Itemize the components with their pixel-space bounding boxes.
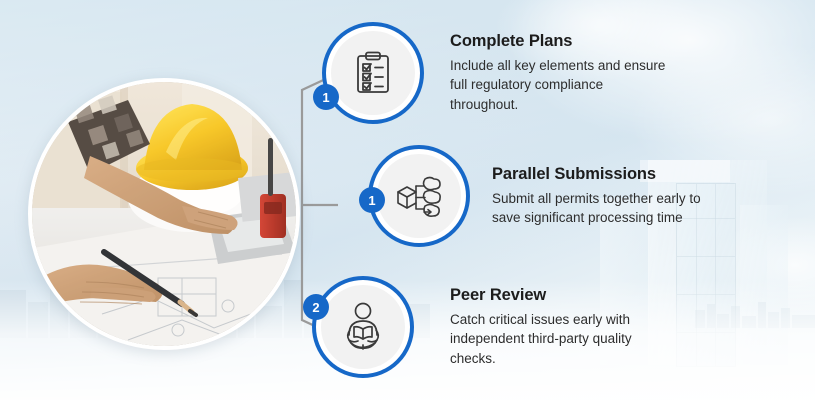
step-2-text-block: Parallel Submissions Submit all permits … — [492, 165, 704, 227]
step-1-description: Include all key elements and ensure full… — [450, 58, 666, 112]
step-item-1[interactable]: 1 Complete Plans Include all key element… — [313, 22, 675, 124]
person-reading-icon — [346, 302, 380, 350]
hero-photo-circle — [28, 78, 300, 350]
building-right-wing — [740, 205, 788, 365]
step-3-description: Catch critical issues early with indepen… — [450, 312, 632, 366]
step-3-icon-disc — [321, 285, 405, 369]
step-1-icon-disc — [331, 31, 415, 115]
step-1-icon-ring: 1 — [313, 22, 424, 124]
step-2-title: Parallel Submissions — [492, 164, 656, 183]
step-3-title: Peer Review — [450, 286, 547, 305]
step-1-title: Complete Plans — [450, 32, 573, 51]
blueprint-photo — [32, 82, 296, 346]
step-item-2[interactable]: 1 Parallel Submissions Submit all permit… — [359, 145, 704, 247]
step-1-text-block: Complete Plans Include all key elements … — [450, 32, 675, 113]
parallel-distribution-icon — [397, 176, 441, 217]
step-2-number-badge: 1 — [359, 187, 385, 213]
step-item-3[interactable]: 2 Peer Review Catch critical issues earl… — [303, 276, 675, 378]
step-1-number-badge: 1 — [313, 84, 339, 110]
step-2-description: Submit all permits together early to sav… — [492, 190, 701, 225]
clipboard-checklist-icon — [357, 51, 389, 93]
step-2-icon-ring: 1 — [359, 145, 470, 247]
step-3-number-badge: 2 — [303, 294, 329, 320]
step-3-text-block: Peer Review Catch critical issues early … — [450, 286, 675, 367]
step-3-icon-ring: 2 — [303, 276, 414, 378]
distant-skyline-silhouette — [695, 302, 815, 328]
step-2-icon-disc — [377, 154, 461, 238]
